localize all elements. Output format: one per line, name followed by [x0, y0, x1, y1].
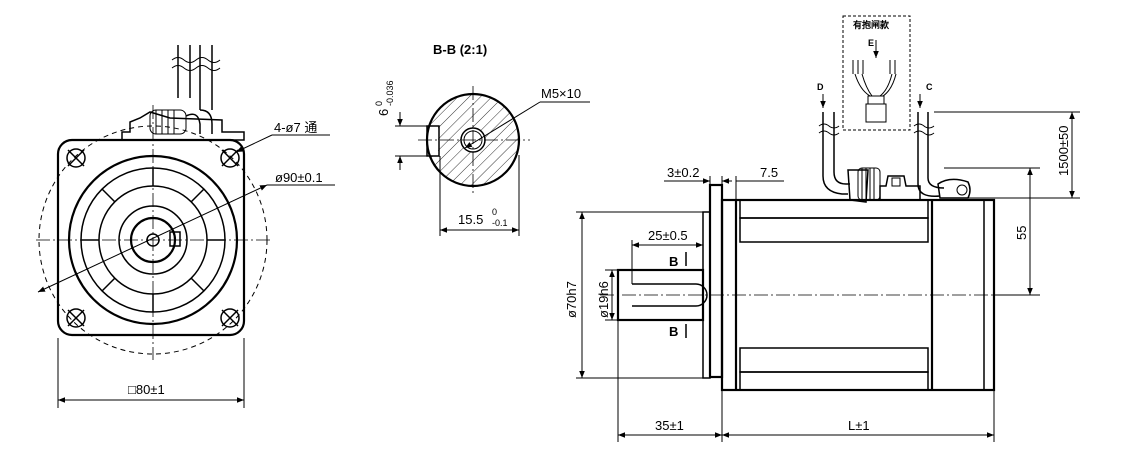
brake-label: 有抱闸款 [853, 19, 890, 30]
flange-thickness: 3±0.2 [667, 165, 699, 180]
section-mark-top: B [669, 254, 678, 269]
cable-e: E [868, 38, 874, 48]
thread-label: M5×10 [541, 86, 581, 101]
cable-d: D [817, 82, 824, 92]
front-view: 4-ø7 通 ø90±0.1 □80±1 [36, 45, 335, 408]
cable-c: C [926, 82, 933, 92]
width-lower: -0.1 [492, 218, 508, 228]
section-title: B-B (2:1) [433, 42, 487, 57]
height-55: 55 [1014, 226, 1029, 240]
cable-length: 1500±50 [1056, 125, 1071, 176]
key-height-lower: -0.036 [385, 80, 395, 106]
key-height-upper: 0 [374, 101, 384, 106]
spigot-label: 7.5 [760, 165, 778, 180]
width-upper: 0 [492, 207, 497, 217]
flange-label: □80±1 [128, 382, 165, 397]
section-view: B-B (2:1) 6 0 -0.036 M5×10 [374, 42, 590, 236]
side-view: 有抱闸款 E D C [564, 15, 1080, 442]
holes-label: 4-ø7 通 [274, 120, 317, 135]
shaft-dia: ø19h6 [596, 281, 611, 318]
section-mark-bottom: B [669, 324, 678, 339]
body-length: L±1 [848, 418, 870, 433]
key-length: 25±0.5 [648, 228, 688, 243]
spigot-dia: ø70h7 [564, 281, 579, 318]
key-height: 6 [376, 109, 391, 116]
pcd-label: ø90±0.1 [275, 170, 323, 185]
width-label: 15.5 [458, 212, 483, 227]
shaft-length: 35±1 [655, 418, 684, 433]
